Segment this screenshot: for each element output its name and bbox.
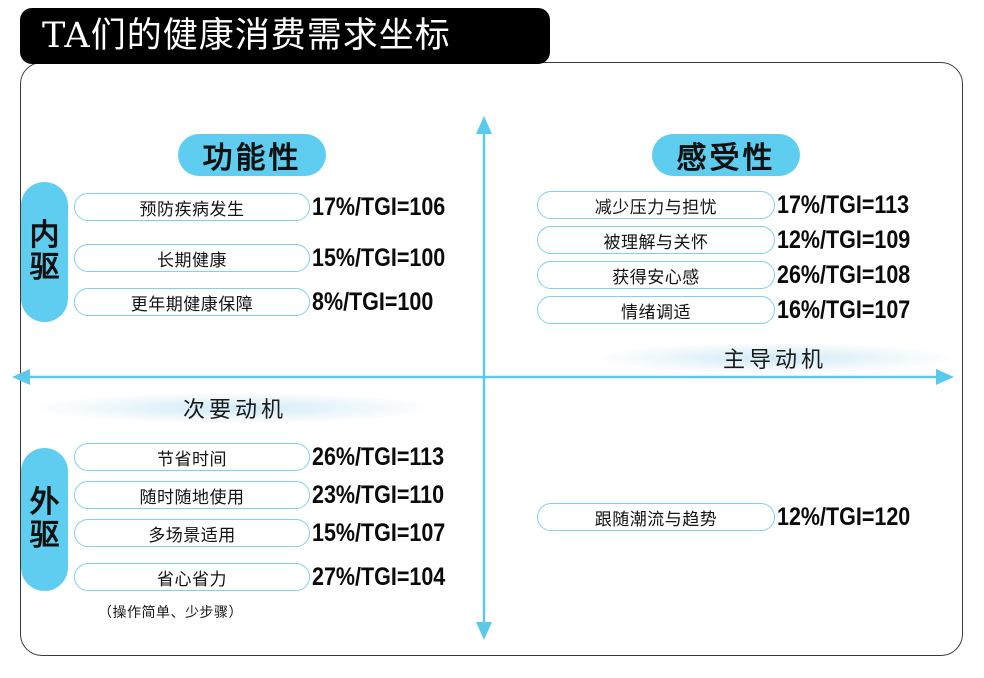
drive-tab-outer: 外 驱: [21, 448, 68, 591]
item-stat: 26%/TGI=113: [312, 442, 445, 471]
list-item[interactable]: 长期健康 15%/TGI=100: [74, 244, 467, 272]
item-label: 预防疾病发生: [74, 193, 310, 221]
quadrant-header-functional: 功能性: [178, 134, 326, 176]
list-item[interactable]: 更年期健康保障 8%/TGI=100: [74, 288, 453, 316]
item-stat: 16%/TGI=107: [777, 295, 911, 324]
list-item[interactable]: 情绪调适 16%/TGI=107: [537, 296, 932, 324]
item-stat: 15%/TGI=100: [312, 243, 446, 272]
list-item[interactable]: 预防疾病发生 17%/TGI=106: [74, 193, 467, 221]
title-banner: TA们的健康消费需求坐标: [20, 8, 550, 64]
motive-primary-text: 主导动机: [722, 348, 827, 373]
item-footnote: （操作简单、少步骤）: [98, 605, 243, 621]
motive-glow-secondary: [40, 393, 430, 423]
list-item[interactable]: 随时随地使用 23%/TGI=110: [74, 481, 466, 509]
item-stat: 12%/TGI=109: [777, 225, 911, 254]
list-item[interactable]: 获得安心感 26%/TGI=108: [537, 261, 932, 289]
item-stat: 12%/TGI=120: [777, 502, 911, 531]
item-label: 获得安心感: [537, 261, 775, 289]
item-label: 减少压力与担忧: [537, 191, 775, 219]
item-label: 跟随潮流与趋势: [537, 503, 775, 531]
drive-tab-inner: 内 驱: [21, 182, 68, 322]
item-stat: 15%/TGI=107: [312, 518, 446, 547]
item-stat: 17%/TGI=113: [777, 190, 910, 219]
list-item[interactable]: 跟随潮流与趋势 12%/TGI=120: [537, 503, 932, 531]
item-stat: 23%/TGI=110: [312, 480, 445, 509]
drive-tab-inner-char1: 内: [29, 217, 60, 253]
motive-label-primary: 主导动机: [600, 340, 950, 376]
item-label: 情绪调适: [537, 296, 775, 324]
page-title: TA们的健康消费需求坐标: [42, 15, 451, 56]
drive-tab-inner-char2: 驱: [29, 250, 60, 285]
item-stat: 26%/TGI=108: [777, 260, 911, 289]
item-stat: 27%/TGI=104: [312, 562, 446, 591]
drive-tab-outer-char1: 外: [29, 485, 60, 521]
motive-glow-primary: [600, 343, 950, 373]
item-label: 更年期健康保障: [74, 288, 310, 316]
item-label: 被理解与关怀: [537, 226, 775, 254]
list-item[interactable]: 节省时间 26%/TGI=113: [74, 443, 466, 471]
list-item[interactable]: 多场景适用 15%/TGI=107: [74, 519, 467, 547]
item-label: 省心省力: [74, 563, 310, 591]
item-label: 长期健康: [74, 244, 310, 272]
motive-label-secondary: 次要动机: [40, 390, 430, 426]
item-label: 随时随地使用: [74, 481, 310, 509]
list-item[interactable]: 减少压力与担忧 17%/TGI=113: [537, 191, 931, 219]
list-item[interactable]: 省心省力 27%/TGI=104: [74, 563, 467, 591]
list-item[interactable]: 被理解与关怀 12%/TGI=109: [537, 226, 932, 254]
drive-tab-outer-char2: 驱: [29, 517, 60, 553]
motive-secondary-text: 次要动机: [182, 398, 287, 423]
item-label: 节省时间: [74, 443, 310, 471]
item-label: 多场景适用: [74, 519, 310, 547]
item-stat: 8%/TGI=100: [312, 287, 434, 316]
item-stat: 17%/TGI=106: [312, 192, 446, 221]
quadrant-header-emotional: 感受性: [652, 134, 800, 176]
